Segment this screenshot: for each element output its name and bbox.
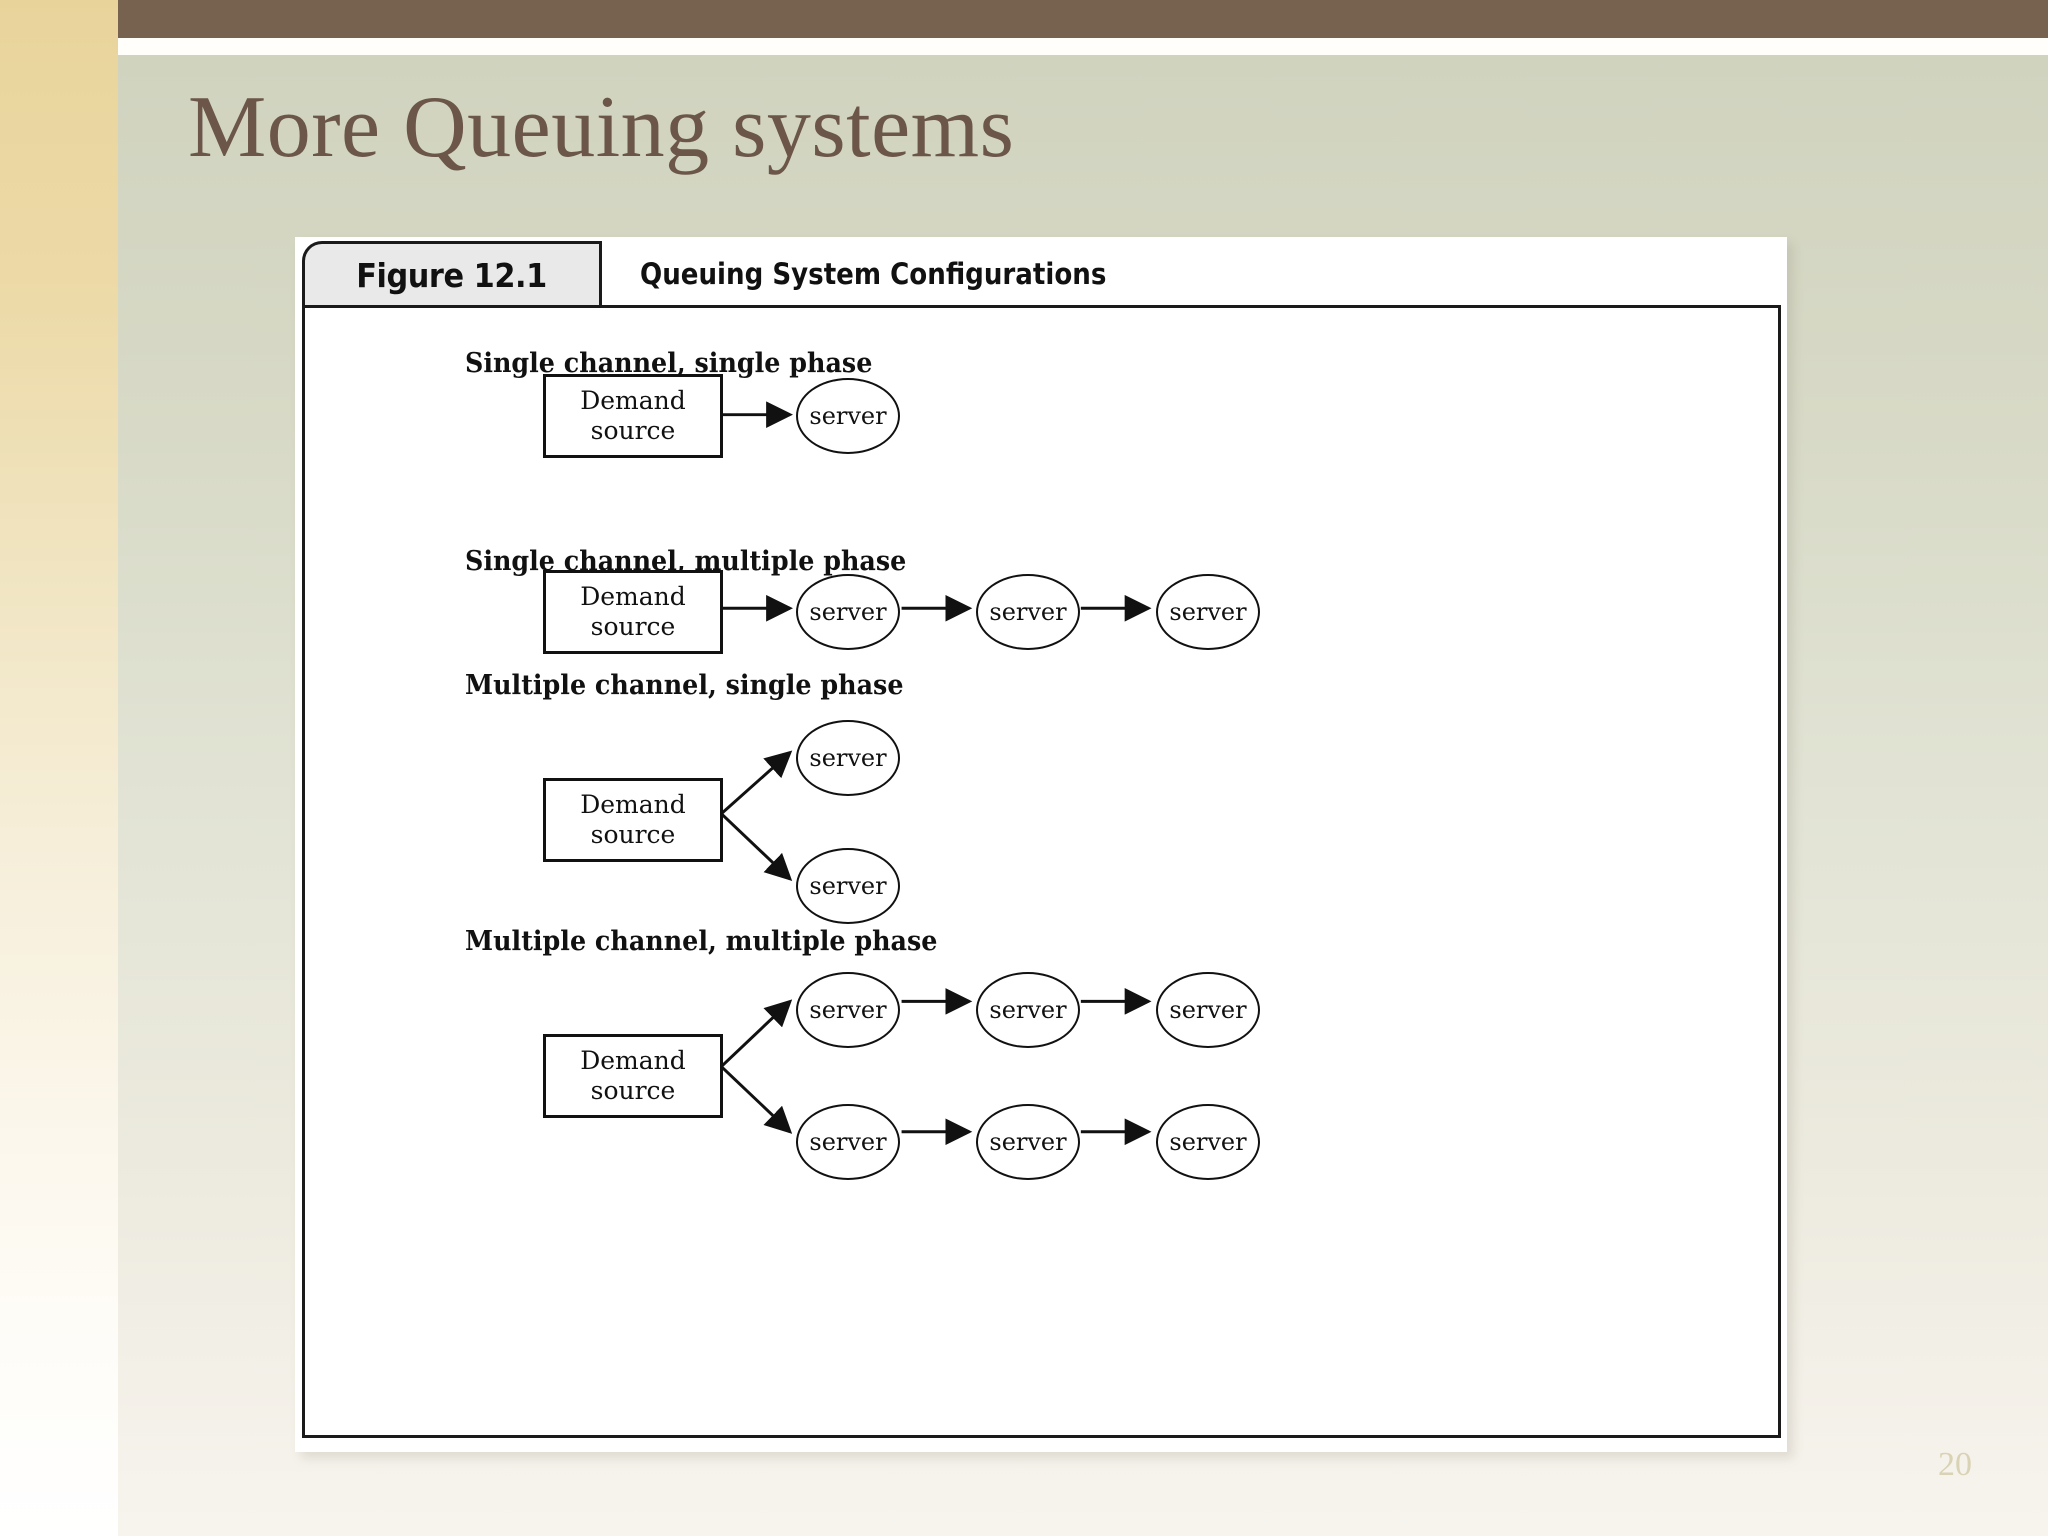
server-node-s4-bottom-2: server: [976, 1104, 1080, 1180]
top-accent-bar: [118, 0, 2048, 38]
left-accent-strip: [0, 0, 118, 1536]
page-number: 20: [1938, 1446, 1972, 1483]
demand-source-box-4: Demand source: [543, 1034, 723, 1118]
arrow-s4-source-to-server-bottom: [720, 1065, 793, 1134]
demand-source-box-2: Demand source: [543, 570, 723, 654]
arrow-layer: [720, 401, 1152, 1146]
arrow-s3-source-to-server-top: [720, 750, 793, 815]
figure-body: Single channel, single phase Demand sour…: [302, 305, 1781, 1438]
arrow-s3-source-to-server-bottom: [720, 812, 793, 881]
server-node-s3-bottom: server: [796, 848, 900, 924]
demand-source-line2: source: [590, 612, 676, 641]
demand-source-line1: Demand: [580, 789, 686, 819]
demand-source-line2: source: [590, 1076, 676, 1105]
arrow-s4-source-to-server-top: [720, 999, 793, 1068]
demand-source-line1: Demand: [580, 385, 686, 415]
demand-source-line2: source: [590, 820, 676, 849]
demand-source-line1: Demand: [580, 581, 686, 611]
figure-header: Figure 12.1 Queuing System Configuration…: [295, 237, 1787, 309]
page-title: More Queuing systems: [188, 79, 1015, 176]
server-node-s3-top: server: [796, 720, 900, 796]
server-node-s2-3: server: [1156, 574, 1260, 650]
server-node-s1-1: server: [796, 378, 900, 454]
demand-source-box-1: Demand source: [543, 374, 723, 458]
top-bar-separator: [118, 38, 2048, 55]
demand-source-line2: source: [590, 416, 676, 445]
server-node-s4-top-1: server: [796, 972, 900, 1048]
section-heading-single-single: Single channel, single phase: [465, 348, 873, 379]
server-node-s4-top-2: server: [976, 972, 1080, 1048]
server-node-s2-1: server: [796, 574, 900, 650]
figure-number-label: Figure 12.1: [356, 255, 548, 295]
demand-source-box-3: Demand source: [543, 778, 723, 862]
server-node-s2-2: server: [976, 574, 1080, 650]
section-heading-multiple-multiple: Multiple channel, multiple phase: [465, 926, 938, 957]
figure-caption: Queuing System Configurations: [640, 257, 1107, 291]
section-heading-multiple-single: Multiple channel, single phase: [465, 670, 904, 701]
figure-image: Figure 12.1 Queuing System Configuration…: [295, 237, 1787, 1452]
server-node-s4-bottom-1: server: [796, 1104, 900, 1180]
server-node-s4-bottom-3: server: [1156, 1104, 1260, 1180]
figure-canvas: Single channel, single phase Demand sour…: [305, 308, 1778, 1435]
server-node-s4-top-3: server: [1156, 972, 1260, 1048]
figure-number-tab: Figure 12.1: [302, 241, 602, 306]
demand-source-line1: Demand: [580, 1045, 686, 1075]
